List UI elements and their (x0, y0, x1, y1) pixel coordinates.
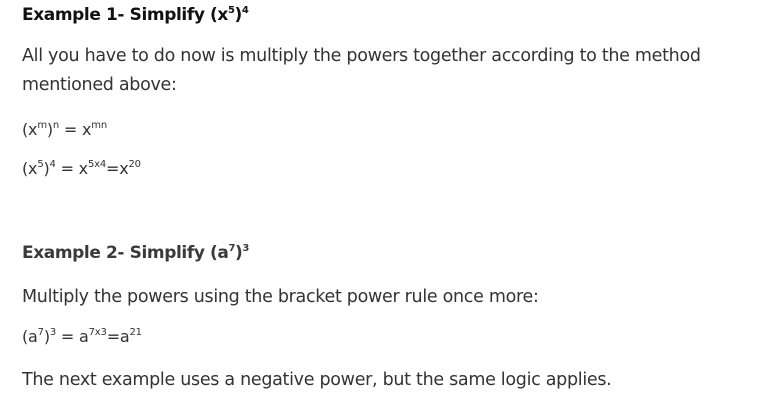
heading-text: ) (235, 243, 243, 263)
heading-text: Example 1- Simplify (x (22, 5, 228, 25)
exponent: 4 (241, 5, 249, 16)
exponent: mn (91, 120, 107, 131)
eq-text: ) (46, 120, 53, 139)
example-1-worked-equation: (x5)4 = x5x4=x20 (22, 159, 141, 178)
example-2-worked-equation: (a7)3 = a7x3=a21 (22, 327, 142, 346)
exponent: 7 (37, 327, 44, 338)
heading-text: Example 2- Simplify (a (22, 243, 229, 263)
exponent: 20 (128, 159, 141, 170)
exponent: 3 (49, 327, 57, 338)
heading-text: ) (234, 5, 243, 25)
example-1-paragraph-line-2: mentioned above: (22, 75, 177, 95)
exponent: 4 (49, 159, 56, 170)
exponent: 7x3 (88, 327, 107, 338)
exponent: m (37, 120, 47, 131)
eq-text: =x (106, 159, 129, 178)
exponent: 5x4 (87, 159, 106, 170)
eq-text: ) (43, 327, 50, 346)
eq-text: =a (106, 327, 130, 346)
eq-text: = x (59, 120, 92, 139)
exponent: n (52, 120, 60, 131)
example-1-heading: Example 1- Simplify (x5)4 (22, 5, 249, 25)
eq-text: (a (22, 327, 38, 346)
eq-text: (x (22, 120, 38, 139)
exponent: 5 (37, 159, 44, 170)
example-1-paragraph-line-1: All you have to do now is multiply the p… (22, 46, 701, 66)
exponent: 3 (242, 243, 249, 254)
eq-text: = x (55, 159, 89, 178)
example-2-paragraph: Multiply the powers using the bracket po… (22, 287, 539, 307)
closing-paragraph: The next example uses a negative power, … (22, 370, 612, 390)
eq-text: ) (43, 159, 50, 178)
exponent: 21 (129, 327, 143, 338)
exponent: 7 (228, 243, 236, 254)
power-rule-equation: (xm)n = xmn (22, 120, 107, 139)
example-2-heading: Example 2- Simplify (a7)3 (22, 243, 249, 263)
eq-text: = a (56, 327, 89, 346)
eq-text: (x (22, 159, 38, 178)
exponent: 5 (227, 5, 235, 16)
